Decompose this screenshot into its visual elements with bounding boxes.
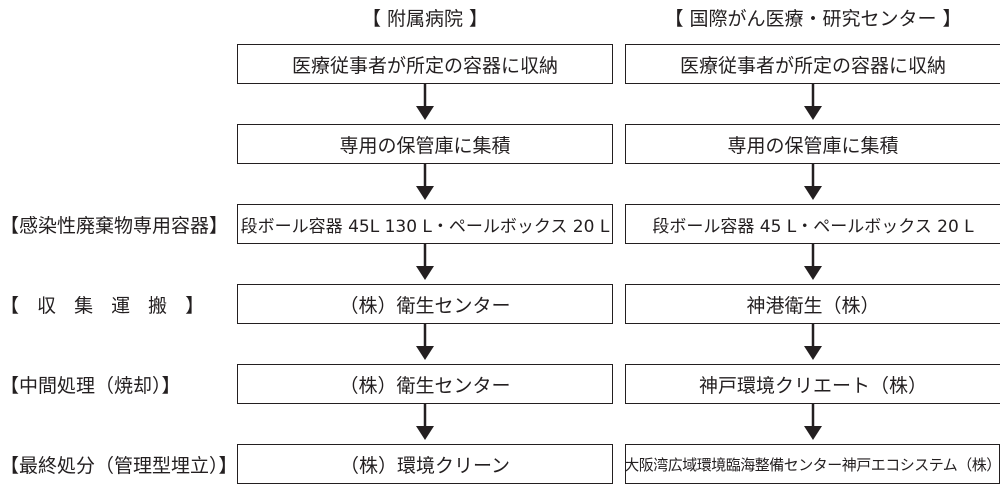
row-label-collection: 【 収 集 運 搬 】: [0, 294, 211, 317]
left-step-collection: （株）衛生センター: [237, 284, 613, 324]
left-arrow-1: [416, 84, 434, 120]
right-step-final: 大阪湾広域環境臨海整備センター神戸エコシステム（株）: [624, 444, 1000, 484]
right-step-collection: 神港衛生（株）: [625, 284, 1000, 324]
right-step-accumulate: 専用の保管庫に集積: [625, 124, 1000, 164]
left-step-storage: 医療従事者が所定の容器に収納: [237, 44, 613, 84]
right-arrow-2: [804, 164, 822, 200]
right-column-title: 【 国際がん医療・研究センター 】: [664, 8, 962, 30]
right-step-container: 段ボール容器 45 L・ペールボックス 20 L: [625, 204, 1000, 244]
left-step-final: （株）環境クリーン: [237, 444, 613, 484]
left-step-container: 段ボール容器 45L 130 L・ペールボックス 20 L: [237, 204, 613, 244]
right-step-intermediate: 神戸環境クリエート（株）: [625, 364, 1000, 404]
left-arrow-4: [416, 324, 434, 360]
right-arrow-3: [804, 244, 822, 280]
row-label-intermediate: 【中間処理（焼却）】: [0, 374, 181, 397]
left-arrow-2: [416, 164, 434, 200]
row-label-container: 【感染性廃棄物専用容器】: [0, 214, 229, 237]
left-arrow-3: [416, 244, 434, 280]
right-arrow-1: [804, 84, 822, 120]
left-step-intermediate: （株）衛生センター: [237, 364, 613, 404]
right-arrow-4: [804, 324, 822, 360]
left-arrow-5: [416, 404, 434, 440]
row-label-final: 【最終処分（管理型埋立）】: [0, 454, 238, 477]
left-step-accumulate: 専用の保管庫に集積: [237, 124, 613, 164]
left-column-title: 【 附属病院 】: [361, 8, 489, 30]
right-step-storage: 医療従事者が所定の容器に収納: [625, 44, 1000, 84]
right-arrow-5: [804, 404, 822, 440]
